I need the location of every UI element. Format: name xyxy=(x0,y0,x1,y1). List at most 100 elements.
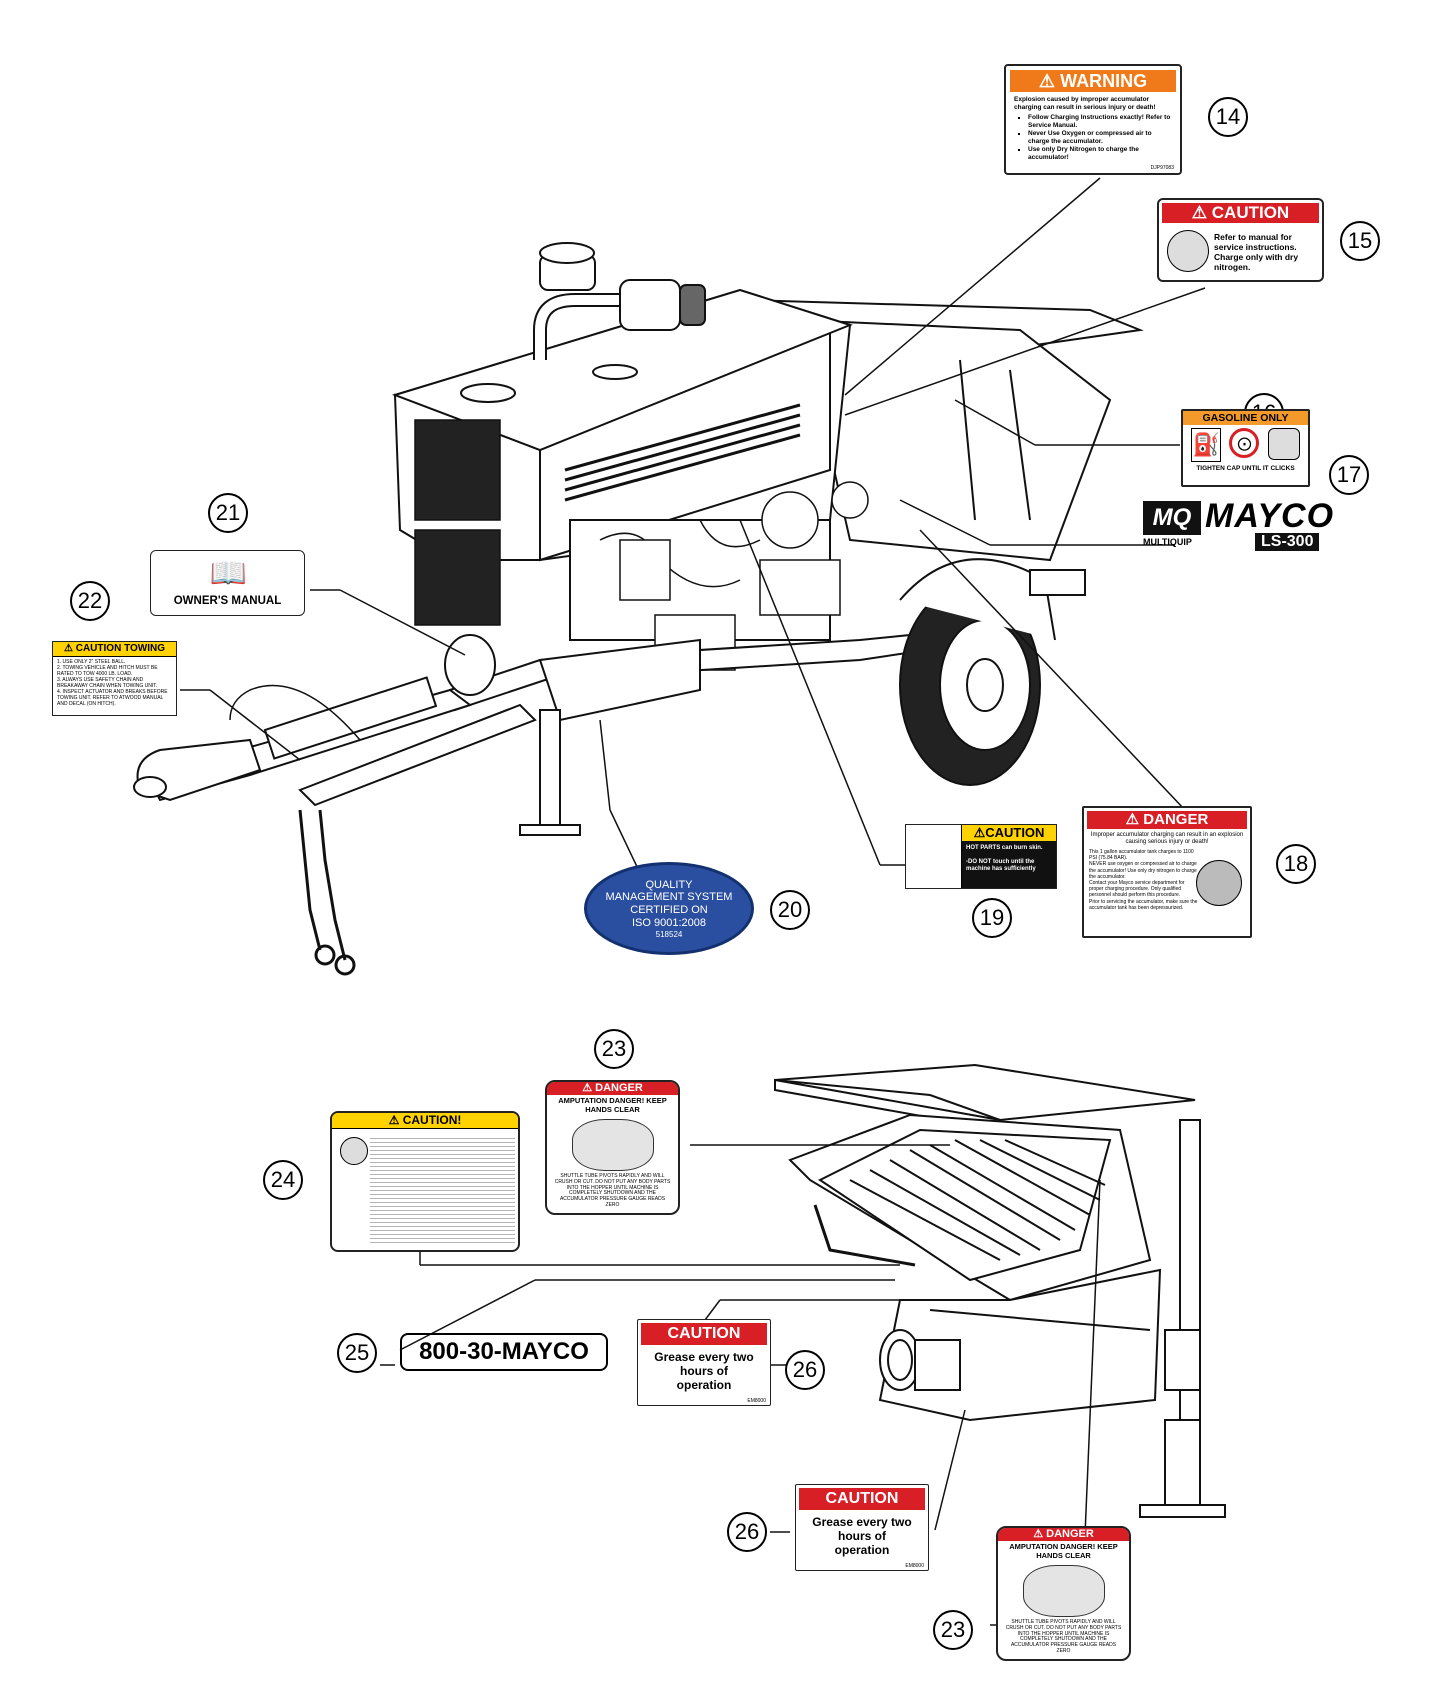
hopper-drawing xyxy=(774,1063,1226,1518)
decal-22-caution-towing: ⚠ CAUTION TOWING 1. USE ONLY 2" STEEL BA… xyxy=(52,641,177,716)
grease-b-text: Grease every two hours of operation xyxy=(812,1515,912,1557)
shuttle-tube-icon xyxy=(571,1119,654,1171)
no-smoking-icon: ⨀ xyxy=(1229,428,1260,458)
fuel-pump-icon: ⛽ xyxy=(1191,428,1222,462)
iso-line4: ISO 9001:2008 xyxy=(631,917,706,929)
caution-header: ⚠ CAUTION xyxy=(1162,203,1319,223)
hot-triangle-icon: ⚠ xyxy=(973,825,986,840)
decal-16-gasoline: GASOLINE ONLY ⛽ ⨀ TIGHTEN CAP UNTIL IT C… xyxy=(1181,409,1310,487)
warning-triangle-icon: ⚠ xyxy=(1038,71,1056,91)
gasoline-footer: TIGHTEN CAP UNTIL IT CLICKS xyxy=(1196,465,1295,472)
decal-21-owners-manual: 📖 OWNER'S MANUAL xyxy=(150,550,305,616)
danger-18-line2: This 1 gallon accumulator tank charges t… xyxy=(1089,849,1194,862)
callout-19: 19 xyxy=(972,898,1012,938)
danger-18-line3: NEVER use oxygen or compressed air to ch… xyxy=(1089,861,1197,880)
decal-23-amputation-bottom: ⚠ DANGER AMPUTATION DANGER! KEEP HANDS C… xyxy=(996,1526,1131,1661)
manual-reader-icon xyxy=(1167,230,1209,272)
owners-manual-label: OWNER'S MANUAL xyxy=(173,595,282,607)
decal-23-amputation-top: ⚠ DANGER AMPUTATION DANGER! KEEP HANDS C… xyxy=(545,1080,680,1215)
danger-23b-title: AMPUTATION DANGER! KEEP HANDS CLEAR xyxy=(1009,1542,1118,1560)
leader-lines-top xyxy=(180,177,1206,916)
danger-23b-triangle-icon: ⚠ xyxy=(1033,1528,1044,1540)
callout-17: 17 xyxy=(1329,455,1369,495)
danger-triangle-icon: ⚠ xyxy=(1125,811,1140,828)
mayco-brand: MAYCO xyxy=(1205,497,1335,535)
callout-23a: 23 xyxy=(594,1029,634,1069)
multiquip-label: MULTIQUIP xyxy=(1143,537,1192,547)
warning-header: ⚠ WARNING xyxy=(1010,70,1176,92)
open-book-icon: 📖 xyxy=(209,557,248,590)
grease-code: EM8000 xyxy=(747,1398,766,1404)
decal-17-mayco-logo: MQ MULTIQUIP MAYCO LS-300 xyxy=(1143,497,1368,556)
iso-line3: CERTIFIED ON xyxy=(630,904,708,916)
callout-21: 21 xyxy=(208,493,248,533)
hot-parts-line2: -DO NOT touch until the machine has suff… xyxy=(966,859,1036,872)
callout-24: 24 xyxy=(263,1160,303,1200)
caution-15-text: Refer to manual for service instructions… xyxy=(1214,232,1299,272)
decal-26-grease-bottom: CAUTION Grease every two hours of operat… xyxy=(795,1484,929,1571)
danger-23-title: AMPUTATION DANGER! KEEP HANDS CLEAR xyxy=(558,1096,667,1114)
towing-triangle-icon: ⚠ xyxy=(63,643,73,654)
danger-23-triangle-icon: ⚠ xyxy=(582,1082,593,1094)
callout-18: 18 xyxy=(1276,844,1316,884)
danger-23b-header: ⚠ DANGER xyxy=(998,1528,1129,1541)
decal-24-caution: ⚠ CAUTION! xyxy=(330,1111,520,1252)
iso-line2: MANAGEMENT SYSTEM xyxy=(605,891,733,903)
towing-item: 1. USE ONLY 2" STEEL BALL. xyxy=(57,659,126,665)
trailer-pump-drawing xyxy=(133,242,1144,976)
decal-19-hot-parts: ⚠CAUTION HOT PARTS can burn skin. -DO NO… xyxy=(905,824,1057,889)
towing-list: 1. USE ONLY 2" STEEL BALL. 2. TOWING VEH… xyxy=(53,657,176,709)
iso-line1: QUALITY xyxy=(645,879,693,891)
warning-bullet: Follow Charging Instructions exactly! Re… xyxy=(1028,114,1172,130)
danger-23b-body: SHUTTLE TUBE PIVOTS RAPIDLY AND WILL CRU… xyxy=(1005,1619,1122,1654)
hot-parts-header: ⚠CAUTION xyxy=(962,825,1056,841)
warning-bullet: Use only Dry Nitrogen to charge the accu… xyxy=(1028,146,1172,162)
mayco-model: LS-300 xyxy=(1255,533,1320,551)
warning-code: DJP97083 xyxy=(1150,165,1174,171)
caution-24-header: ⚠ CAUTION! xyxy=(332,1113,518,1129)
callout-26a: 26 xyxy=(785,1350,825,1390)
shuttle-tube-icon xyxy=(1022,1565,1105,1617)
decal-25-phone: 800-30-MAYCO xyxy=(400,1333,608,1371)
callout-26b: 26 xyxy=(727,1512,767,1552)
decal-14-warning: ⚠ WARNING Explosion caused by improper a… xyxy=(1004,64,1182,175)
callout-23b: 23 xyxy=(933,1610,973,1650)
iso-line5: 518524 xyxy=(655,930,683,939)
danger-18-line4: Contact your Mayco service department fo… xyxy=(1089,880,1185,899)
decal-15-caution: ⚠ CAUTION Refer to manual for service in… xyxy=(1157,198,1324,282)
warning-bullets: Follow Charging Instructions exactly! Re… xyxy=(1018,114,1172,162)
callout-14: 14 xyxy=(1208,97,1248,137)
danger-18-line1: Improper accumulator charging can result… xyxy=(1090,832,1244,845)
caution-24-triangle-icon: ⚠ xyxy=(388,1113,400,1127)
grease-header: CAUTION xyxy=(641,1323,767,1345)
towing-header: ⚠ CAUTION TOWING xyxy=(53,642,176,657)
fuel-cap-icon xyxy=(1267,428,1300,460)
towing-item: 3. ALWAYS USE SAFETY CHAIN AND BREAKAWAY… xyxy=(57,677,158,689)
decal-26-grease-mid: CAUTION Grease every two hours of operat… xyxy=(637,1319,771,1406)
callout-15: 15 xyxy=(1340,221,1380,261)
grease-text: Grease every two hours of operation xyxy=(654,1350,754,1392)
hot-hand-icon xyxy=(906,825,962,888)
danger-23-body: SHUTTLE TUBE PIVOTS RAPIDLY AND WILL CRU… xyxy=(554,1173,671,1208)
gasoline-header: GASOLINE ONLY xyxy=(1183,411,1308,425)
caution-triangle-icon: ⚠ xyxy=(1191,203,1208,222)
towing-item: 2. TOWING VEHICLE AND HITCH MUST BE RATE… xyxy=(57,665,158,677)
warning-bullet: Never Use Oxygen or compressed air to ch… xyxy=(1028,130,1172,146)
callout-25: 25 xyxy=(337,1333,377,1373)
hot-parts-line1: HOT PARTS can burn skin. xyxy=(966,845,1043,851)
explosion-icon xyxy=(1196,860,1242,906)
caution-24-fineprint xyxy=(370,1135,515,1245)
decal-20-iso-badge: QUALITY MANAGEMENT SYSTEM CERTIFIED ON I… xyxy=(584,862,754,955)
towing-item: 4. INSPECT ACTUATOR AND BREAKS BEFORE TO… xyxy=(57,689,168,707)
grease-b-header: CAUTION xyxy=(799,1488,925,1510)
danger-header: ⚠ DANGER xyxy=(1087,811,1247,829)
grease-b-code: EM8000 xyxy=(905,1563,924,1569)
callout-22: 22 xyxy=(70,581,110,621)
danger-18-line5: Prior to servicing the accumulator, make… xyxy=(1089,898,1198,911)
mq-logo-icon: MQ xyxy=(1143,501,1201,535)
callout-20: 20 xyxy=(770,890,810,930)
decal-18-danger: ⚠ DANGER Improper accumulator charging c… xyxy=(1082,806,1252,938)
caution-24-icon xyxy=(340,1137,368,1165)
